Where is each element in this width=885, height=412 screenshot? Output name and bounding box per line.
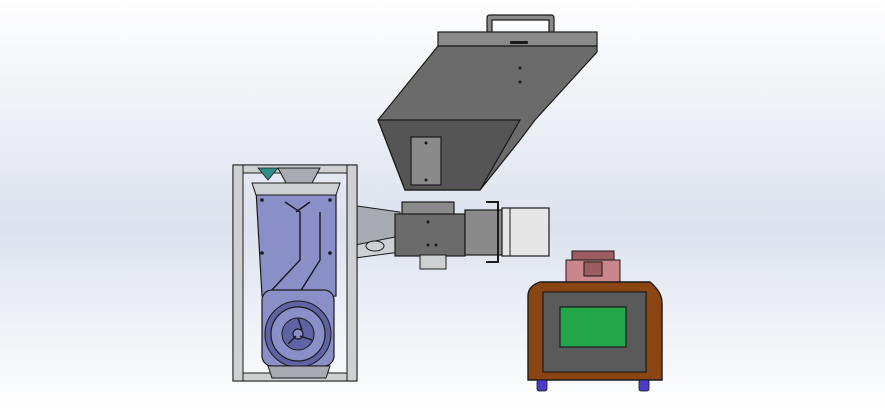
foot-icon — [536, 379, 548, 392]
bolt-hole — [424, 141, 428, 145]
bolt-hole — [424, 178, 428, 182]
foot-icon — [638, 379, 650, 392]
hopper-icon — [377, 14, 598, 191]
blower-icon — [251, 182, 341, 379]
motor-icon — [501, 207, 550, 257]
blower-body — [255, 189, 337, 301]
feeder-body-icon — [394, 201, 504, 270]
teal-accent — [257, 167, 279, 181]
lid-slot — [510, 41, 528, 44]
bolt-hole — [518, 66, 522, 70]
bolt-hole — [518, 80, 522, 84]
sight-window-icon — [410, 136, 442, 186]
screen-icon — [559, 306, 627, 348]
controller-icon — [527, 250, 663, 392]
